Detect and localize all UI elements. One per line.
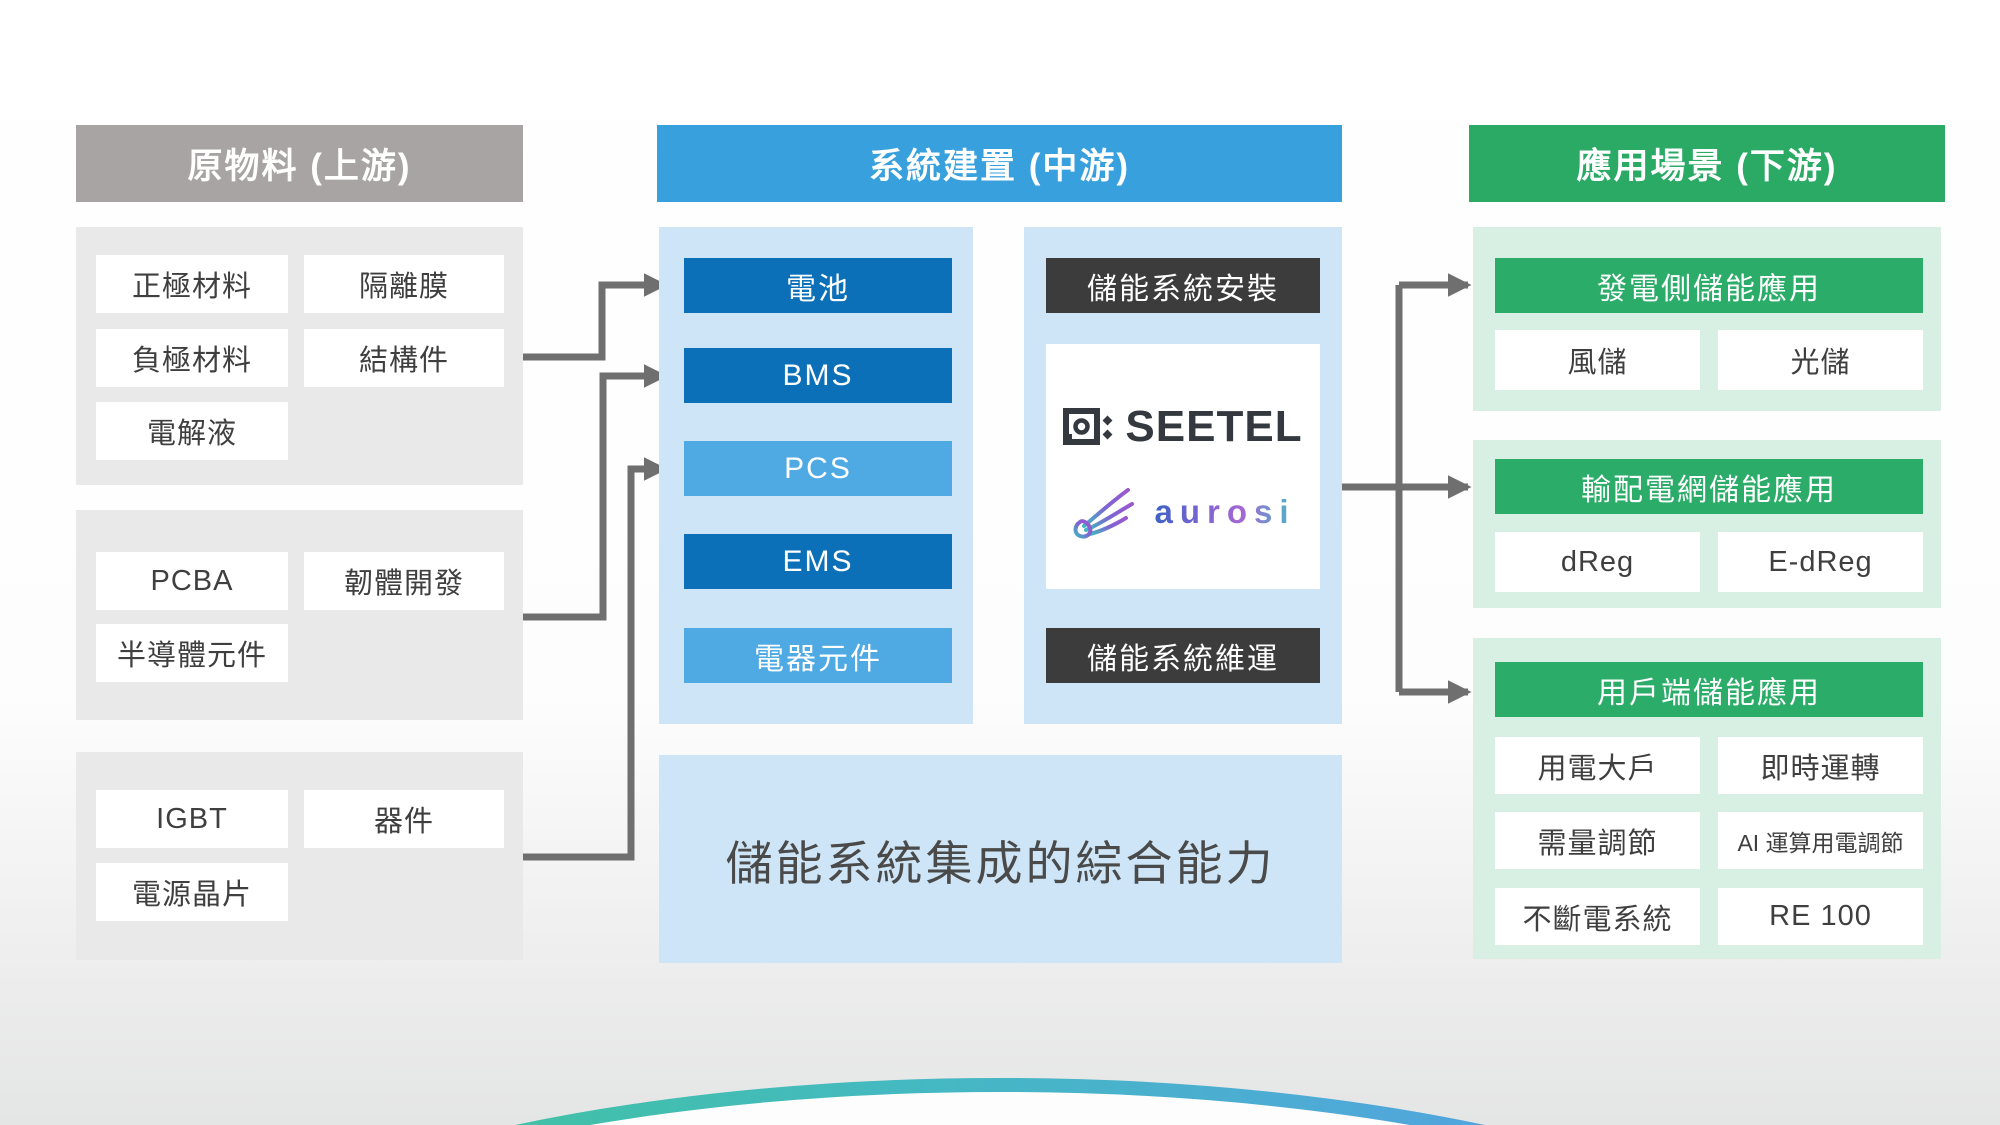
- downstream-item: 用電大戶: [1495, 737, 1700, 794]
- downstream-item: RE 100: [1718, 888, 1923, 945]
- component-pcs: PCS: [684, 441, 952, 496]
- downstream-item: 即時運轉: [1718, 737, 1923, 794]
- seetel-logo-text: SEETEL: [1125, 402, 1303, 451]
- seetel-logo: SEETEL: [1046, 396, 1320, 458]
- upstream-item: 隔離膜: [304, 255, 504, 313]
- midstream-header: 系統建置 (中游): [657, 125, 1342, 202]
- upstream-group-2: [76, 510, 523, 720]
- downstream-item: dReg: [1495, 532, 1700, 592]
- arrow-group1-to-battery: [523, 273, 668, 361]
- downstream-item: 不斷電系統: [1495, 888, 1700, 945]
- arrow-group3-to-pcs: [523, 457, 668, 861]
- downstream-item: E-dReg: [1718, 532, 1923, 592]
- service-maintain: 儲能系統維運: [1046, 628, 1320, 683]
- downstream-group-3-title: 用戶端儲能應用: [1495, 662, 1923, 717]
- downstream-item: 光儲: [1718, 330, 1923, 390]
- aurosi-wing-icon: [1070, 482, 1144, 542]
- service-install: 儲能系統安裝: [1046, 258, 1320, 313]
- upstream-item: 電源晶片: [96, 863, 288, 921]
- upstream-item: 負極材料: [96, 329, 288, 387]
- upstream-item: PCBA: [96, 552, 288, 610]
- capability-banner: 儲能系統集成的綜合能力: [659, 755, 1342, 963]
- logo-panel: [1046, 344, 1320, 589]
- aurosi-logo: aurosi: [1046, 478, 1320, 546]
- upstream-item: 器件: [304, 790, 504, 848]
- downstream-item: AI 運算用電調節: [1718, 812, 1923, 869]
- upstream-header: 原物料 (上游): [76, 125, 523, 202]
- component-ems: EMS: [684, 534, 952, 589]
- upstream-item: 半導體元件: [96, 624, 288, 682]
- downstream-header: 應用場景 (下游): [1469, 125, 1945, 202]
- upstream-item: 結構件: [304, 329, 504, 387]
- upstream-group-3: [76, 752, 523, 960]
- decorative-arc: [515, 1078, 1485, 1125]
- upstream-item: 韌體開發: [304, 552, 504, 610]
- arrow-group2-to-bms: [523, 364, 668, 621]
- component-bms: BMS: [684, 348, 952, 403]
- component-battery: 電池: [684, 258, 952, 313]
- downstream-group-1-title: 發電側儲能應用: [1495, 258, 1923, 313]
- upstream-item: 電解液: [96, 402, 288, 460]
- upstream-item: 正極材料: [96, 255, 288, 313]
- downstream-item: 需量調節: [1495, 812, 1700, 869]
- component-electrical-parts: 電器元件: [684, 628, 952, 683]
- upstream-item: IGBT: [96, 790, 288, 848]
- downstream-item: 風儲: [1495, 330, 1700, 390]
- aurosi-logo-text: aurosi: [1154, 493, 1296, 530]
- seetel-logo-icon: [1063, 405, 1115, 449]
- downstream-group-2-title: 輸配電網儲能應用: [1495, 459, 1923, 514]
